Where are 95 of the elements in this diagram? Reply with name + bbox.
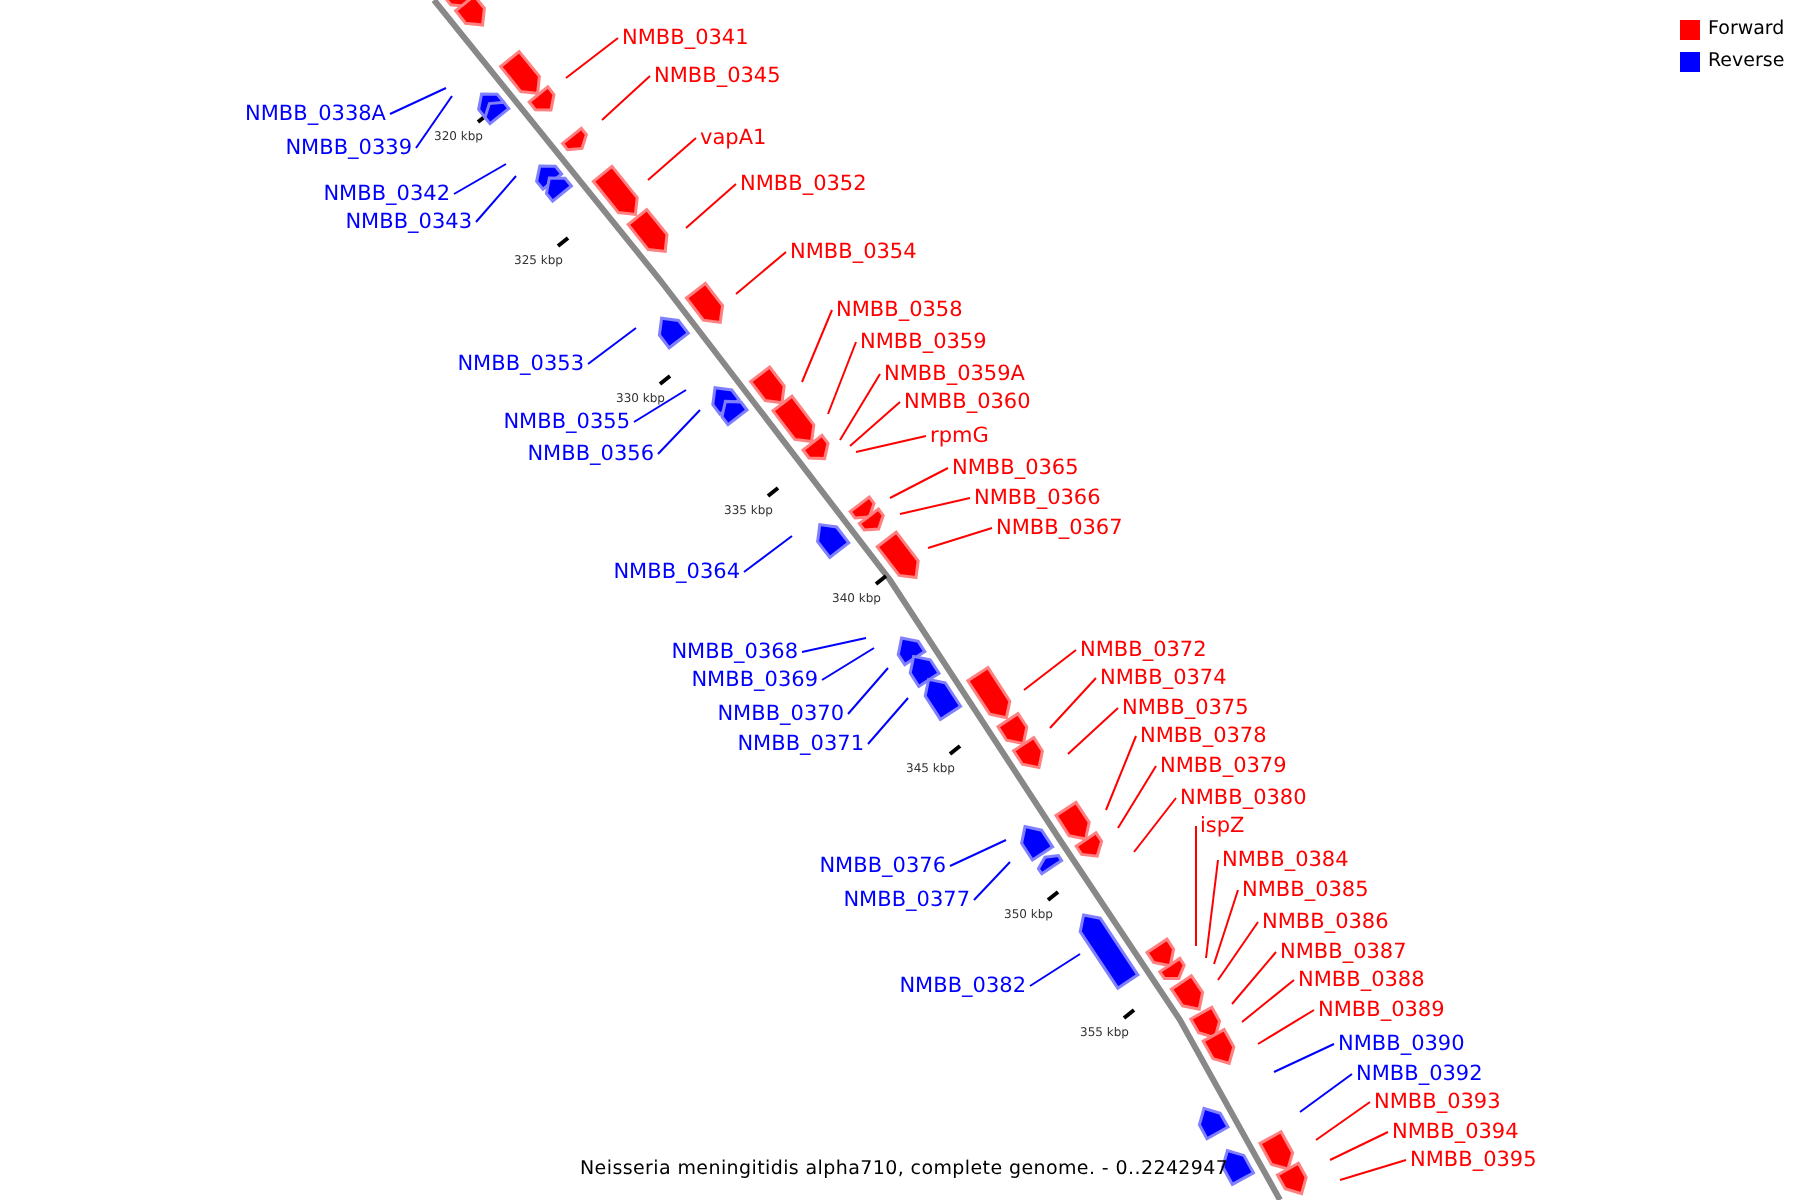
gene-label: NMBB_0386: [1262, 909, 1389, 935]
leader-line: [453, 163, 507, 195]
gene-label: NMBB_0377: [843, 887, 970, 913]
leader-line: [1029, 953, 1081, 987]
gene-label: NMBB_0364: [613, 559, 740, 585]
leader-line: [847, 667, 889, 715]
gene-label: NMBB_0376: [819, 853, 946, 879]
leader-line: [973, 861, 1011, 901]
gene-label: NMBB_0385: [1242, 877, 1369, 903]
leader-line: [587, 327, 637, 365]
gene-label: NMBB_0359A: [884, 361, 1025, 387]
leader-line: [927, 527, 993, 549]
leader-line: [601, 75, 651, 121]
gene-label: NMBB_0369: [691, 667, 818, 693]
leader-line: [1133, 797, 1177, 853]
gene-label: NMBB_0375: [1122, 695, 1249, 721]
gene-label: NMBB_0366: [974, 485, 1101, 511]
leader-line: [1117, 765, 1157, 829]
leader-line: [1205, 859, 1219, 959]
legend-label: Forward: [1708, 18, 1785, 42]
legend-label: Reverse: [1708, 50, 1785, 74]
gene-label: NMBB_0368: [671, 639, 798, 665]
gene-label: NMBB_0355: [503, 409, 630, 435]
gene-label: NMBB_0343: [345, 209, 472, 235]
gene-label: NMBB_0380: [1180, 785, 1307, 811]
gene-label: NMBB_0356: [527, 441, 654, 467]
leader-line: [389, 87, 447, 115]
leader-line: [415, 95, 453, 149]
gene-label: NMBB_0359: [860, 329, 987, 355]
leader-line: [735, 251, 787, 295]
leader-line: [1299, 1073, 1353, 1113]
leader-line: [855, 435, 927, 453]
leader-line: [685, 183, 737, 229]
gene-label: NMBB_0342: [323, 181, 450, 207]
gene-label: NMBB_0352: [740, 171, 867, 197]
leader-line: [647, 137, 697, 181]
gene-label: NMBB_0387: [1280, 939, 1407, 965]
leader-line: [1195, 825, 1197, 947]
leader-line: [1231, 951, 1277, 1005]
leader-line: [889, 467, 949, 499]
leader-line: [949, 839, 1007, 867]
leader-line: [849, 401, 901, 447]
gene-label: NMBB_0341: [622, 25, 749, 51]
gene-label: vapA1: [700, 125, 767, 151]
gene-label: NMBB_0389: [1318, 997, 1445, 1023]
leader-line: [821, 647, 875, 681]
leader-line: [633, 389, 687, 423]
gene-label: NMBB_0360: [904, 389, 1031, 415]
gene-label: NMBB_0339: [285, 135, 412, 161]
gene-label: NMBB_0372: [1080, 637, 1207, 663]
gene-label: NMBB_0394: [1392, 1119, 1519, 1145]
gene-label: rpmG: [930, 423, 989, 449]
leader-line: [1213, 889, 1239, 965]
gene-label: NMBB_0374: [1100, 665, 1227, 691]
leader-line: [867, 697, 909, 745]
leader-line: [1329, 1131, 1389, 1161]
gene-label: NMBB_0378: [1140, 723, 1267, 749]
leader-line: [801, 637, 867, 653]
gene-label: NMBB_0379: [1160, 753, 1287, 779]
gene-label: NMBB_0388: [1298, 967, 1425, 993]
gene-label: ispZ: [1200, 813, 1245, 839]
leader-line: [1241, 979, 1295, 1023]
leader-line: [1217, 921, 1259, 981]
gene-label: NMBB_0353: [457, 351, 584, 377]
leader-line: [565, 37, 619, 79]
gene-label: NMBB_0395: [1410, 1147, 1537, 1173]
gene-label: NMBB_0370: [717, 701, 844, 727]
gene-label: NMBB_0371: [737, 731, 864, 757]
caption: Neisseria meningitidis alpha710, complete genome. - 0..2242947: [580, 1158, 1229, 1182]
gene-label: NMBB_0392: [1356, 1061, 1483, 1087]
leader-line: [1105, 735, 1137, 811]
leader-line: [1049, 677, 1097, 729]
gene-label: NMBB_0338A: [245, 101, 386, 127]
gene-label: NMBB_0365: [952, 455, 1079, 481]
leader-line: [839, 373, 881, 441]
gene-label: NMBB_0367: [996, 515, 1123, 541]
leader-line: [1273, 1043, 1335, 1073]
leader-line: [657, 409, 701, 455]
gene-label: NMBB_0390: [1338, 1031, 1465, 1057]
gene-label: NMBB_0384: [1222, 847, 1349, 873]
gene-label: NMBB_0354: [790, 239, 917, 265]
gene-label: NMBB_0358: [836, 297, 963, 323]
leader-line: [1339, 1159, 1407, 1181]
leader-line: [743, 535, 793, 573]
leader-line: [827, 341, 857, 415]
leader-line: [1023, 649, 1077, 691]
leader-line: [475, 175, 517, 223]
leader-line: [1315, 1101, 1371, 1141]
gene-label: NMBB_0393: [1374, 1089, 1501, 1115]
leader-line: [801, 309, 833, 383]
leader-line: [899, 497, 971, 515]
gene-label: NMBB_0382: [899, 973, 1026, 999]
gene-label: NMBB_0345: [654, 63, 781, 89]
leader-line: [1257, 1009, 1315, 1045]
leader-line: [1067, 707, 1119, 755]
